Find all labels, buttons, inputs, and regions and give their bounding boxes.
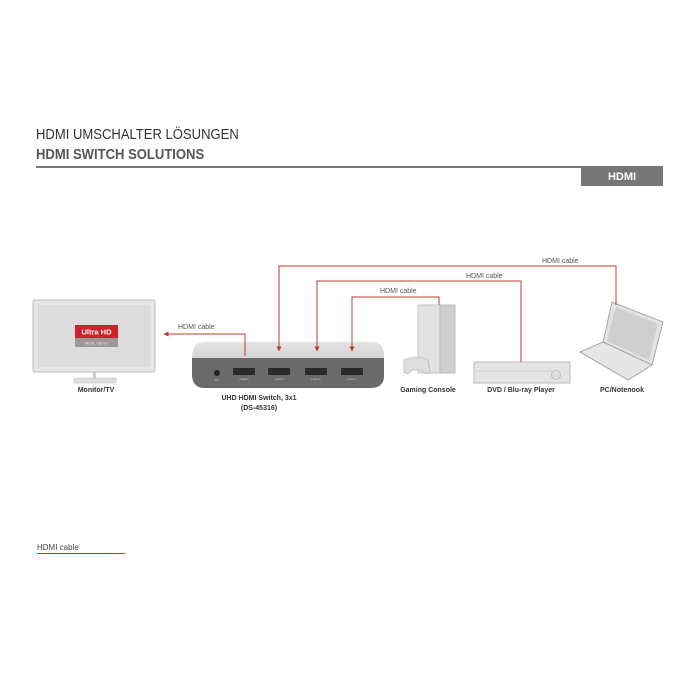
cable-label-output: HDMI cable (178, 324, 215, 331)
port-label-input-3: Input 3 (274, 377, 284, 381)
legend-hdmi-cable: HDMI cable (37, 543, 125, 554)
cable-label-console: HDMI cable (380, 288, 417, 295)
player-label: DVD / Blu-ray Player (487, 387, 555, 394)
port-label-input-2: Input 2 (311, 377, 321, 381)
cable-output (163, 331, 246, 356)
monitor-icon: Ultra HD 4K2K / 60 Hz (32, 299, 156, 384)
category-badge: HDMI (581, 168, 663, 186)
port-label-input-1: Input 1 (347, 377, 357, 381)
dvd-player-icon (473, 361, 571, 384)
console-label: Gaming Console (400, 387, 456, 394)
gaming-console-icon (403, 304, 456, 374)
port-label-output: Output (239, 377, 248, 381)
resolution-label: 4K2K / 60 Hz (85, 341, 109, 346)
switch-model: (DS-45316) (241, 405, 277, 412)
laptop-label: PC/Notenook (600, 387, 644, 394)
cable-player (314, 280, 522, 362)
cable-label-laptop: HDMI cable (542, 258, 579, 265)
title-german: HDMI UMSCHALTER LÖSUNGEN (36, 127, 239, 143)
cable-label-player: HDMI cable (466, 273, 503, 280)
header-divider (36, 166, 663, 168)
cable-laptop (276, 265, 617, 352)
switch-label: UHD HDMI Switch, 3x1 (221, 395, 296, 402)
port-label-dc: DC (215, 378, 220, 382)
cable-console (349, 296, 440, 352)
title-english: HDMI SWITCH SOLUTIONS (36, 147, 205, 163)
laptop-icon (579, 301, 664, 381)
monitor-label: Monitor/TV (78, 387, 115, 394)
hdmi-switch-icon: DC Output Input 3 Input 2 Input 1 (192, 342, 384, 388)
ultra-hd-label: Ultra HD (81, 328, 112, 337)
